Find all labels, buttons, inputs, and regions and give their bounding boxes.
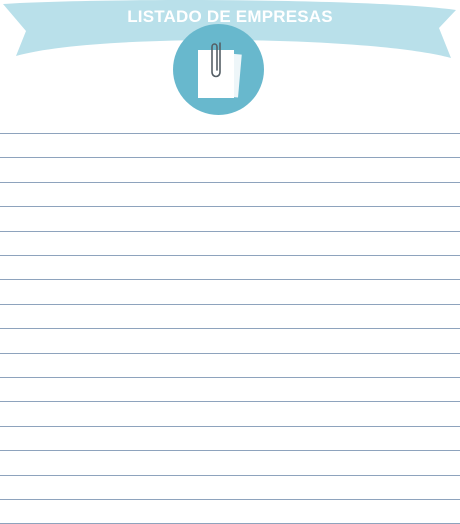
ruled-line xyxy=(0,328,460,329)
ruled-line xyxy=(0,450,460,451)
ruled-line xyxy=(0,377,460,378)
page-title: LISTADO DE EMPRESAS xyxy=(127,7,333,26)
ruled-line xyxy=(0,475,460,476)
ruled-line xyxy=(0,133,460,134)
ruled-line xyxy=(0,304,460,305)
ruled-line xyxy=(0,182,460,183)
ruled-line xyxy=(0,279,460,280)
ruled-line xyxy=(0,353,460,354)
paperclip-notes-icon xyxy=(173,24,264,115)
ruled-line xyxy=(0,231,460,232)
ruled-line xyxy=(0,499,460,500)
ruled-line xyxy=(0,426,460,427)
notes-emblem xyxy=(173,24,264,115)
ruled-line xyxy=(0,206,460,207)
ruled-line xyxy=(0,401,460,402)
ruled-line xyxy=(0,255,460,256)
ruled-line xyxy=(0,157,460,158)
